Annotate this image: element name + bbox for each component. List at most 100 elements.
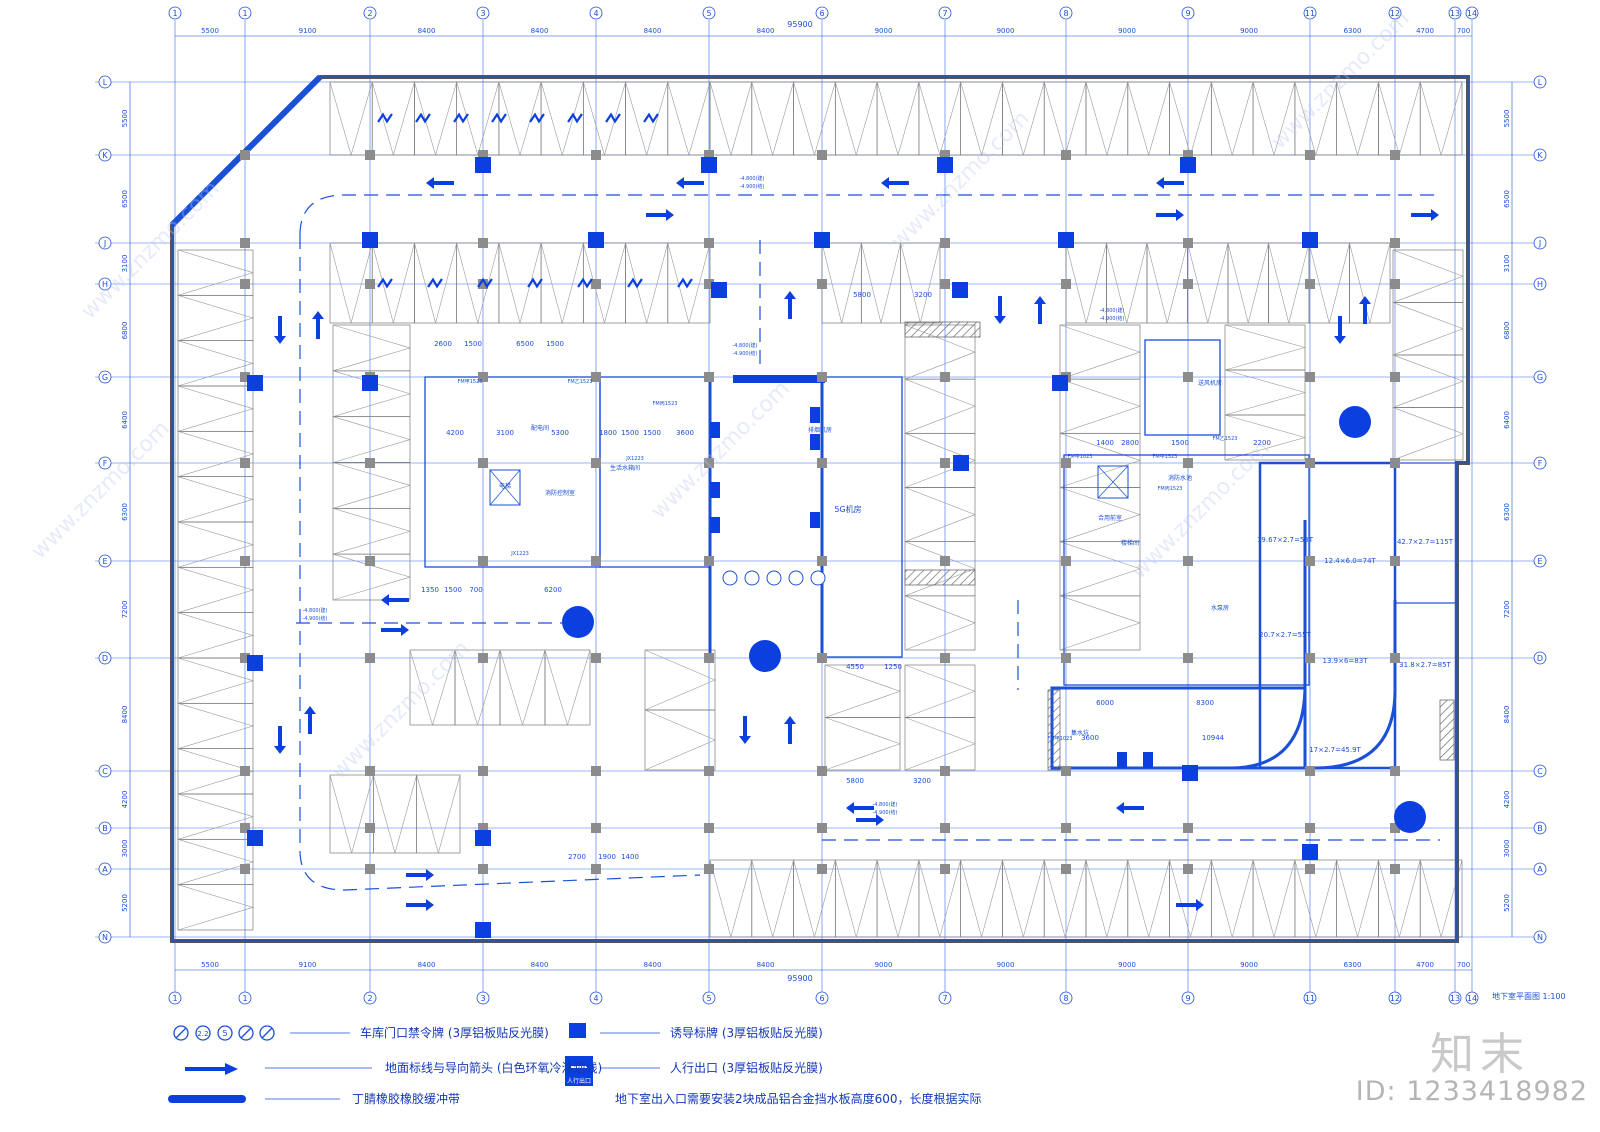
parking-stall [904, 664, 976, 718]
structural-column [1183, 823, 1193, 833]
structural-column [365, 279, 375, 289]
direction-arrow [784, 716, 796, 744]
direction-arrow [1116, 802, 1144, 814]
axis-bubble [98, 148, 112, 162]
lightning-mark [427, 277, 443, 289]
guide-signs [247, 157, 1426, 938]
structural-column [240, 766, 250, 776]
axis-bubble [1303, 6, 1317, 20]
building-walls [169, 74, 1470, 943]
lightning-mark-line [427, 277, 443, 289]
axis-bubble [238, 6, 252, 20]
axis-bubble-label: 14 [1467, 9, 1477, 18]
legend-guide-sign-label: 诱导标牌 (3厚铝板贴反光膜) [670, 1026, 823, 1040]
dimension-text: 700 [469, 586, 482, 594]
guide-sign [475, 830, 491, 846]
wall-sign [710, 517, 720, 533]
direction-arrow-head [739, 736, 751, 744]
parking-stall-mark [1059, 324, 1141, 380]
axis-bubble [168, 991, 182, 1005]
axis-bubble-label: 2 [367, 994, 372, 1003]
parking-stall-mark [332, 553, 412, 601]
axis-bubble [1465, 991, 1479, 1005]
parking-stall-mark [824, 664, 901, 718]
svg-text:2.2: 2.2 [197, 1030, 208, 1038]
parking-stall-mark [1065, 242, 1107, 324]
parking-stall [177, 702, 254, 750]
direction-arrow-shaft [1124, 806, 1144, 810]
axis-bubble [98, 236, 112, 250]
dimension-text: 6800 [1503, 322, 1511, 340]
axis-bubble-label: B [1537, 824, 1543, 833]
dimension-text: 1500 [621, 429, 639, 437]
parking-stall-mark [332, 416, 412, 463]
axis-bubble-label: C [102, 767, 108, 776]
direction-arrow-shaft [406, 903, 426, 907]
direction-arrow-shaft [788, 299, 792, 319]
watermark-site-text: www.znzmo.com [1127, 436, 1275, 584]
axis-bubble-label: F [103, 459, 108, 468]
structural-column [1061, 556, 1071, 566]
axis-bubble-label: N [102, 933, 108, 942]
direction-arrow-shaft [998, 296, 1002, 316]
structural-column [1390, 864, 1400, 874]
parking-stall-mark [544, 649, 591, 727]
parking-stall-mark [583, 81, 626, 157]
parking-stall [1043, 81, 1087, 156]
axis-bubble [363, 6, 377, 20]
structural-columns [240, 150, 1400, 874]
parking-stall-mark [904, 541, 976, 597]
parking-stall-mark [177, 612, 255, 659]
parking-stall-mark [1059, 595, 1141, 651]
dimension-text: 3200 [913, 777, 931, 785]
axis-bubble [98, 456, 112, 470]
dimension-text: 4200 [1503, 791, 1511, 809]
dimension-text: 6500 [516, 340, 534, 348]
structural-column [365, 150, 375, 160]
parking-stall-mark [876, 859, 920, 939]
dimension-text: 6200 [544, 586, 562, 594]
direction-arrow [739, 716, 751, 744]
parking-stall-mark [1059, 487, 1141, 542]
parking-stall-mark [329, 81, 373, 157]
dimension-text: 5800 [853, 291, 871, 299]
guide-sign [247, 375, 263, 391]
structural-column [817, 458, 827, 468]
direction-arrow-head [274, 336, 286, 344]
structural-column [478, 150, 488, 160]
structural-column [240, 653, 250, 663]
axis-bubble [98, 862, 112, 876]
parking-stall-mark [540, 81, 584, 157]
lightning-mark [529, 112, 545, 124]
parking-stall-mark [1224, 324, 1307, 371]
direction-arrow-shaft [1164, 181, 1184, 185]
parking-stall-mark [793, 859, 836, 939]
dimension-text: 8400 [757, 961, 775, 969]
lightning-mark-line [377, 277, 393, 289]
axis-bubble-label: 5 [706, 9, 711, 18]
dimension-text: 8400 [531, 27, 549, 35]
parking-stall-mark [835, 81, 878, 157]
dimension-text: 8400 [644, 961, 662, 969]
axis-bubble-label: A [102, 865, 108, 874]
parking-stall-mark [332, 508, 412, 555]
parking-stall [1127, 859, 1170, 938]
parking-stall-mark [751, 859, 794, 939]
exterior-wall-inner [171, 76, 1469, 942]
structural-column [704, 150, 714, 160]
parking-stall-mark [904, 433, 976, 488]
parking-stall-mark [177, 839, 255, 885]
direction-arrow-head [1034, 296, 1046, 304]
structural-column [817, 556, 827, 566]
parking-stall [1227, 242, 1269, 324]
parking-stall-mark [1378, 81, 1421, 157]
direction-arrow-shaft [1411, 213, 1431, 217]
structural-column [1390, 238, 1400, 248]
parking-stall [582, 81, 626, 156]
parking-stall [332, 507, 411, 555]
parking-stall [904, 378, 976, 434]
axis-bubble-label: F [1538, 459, 1543, 468]
guide-sign [475, 157, 491, 173]
direction-arrow-head [426, 869, 434, 881]
dimension-text: 1800 [599, 429, 617, 437]
